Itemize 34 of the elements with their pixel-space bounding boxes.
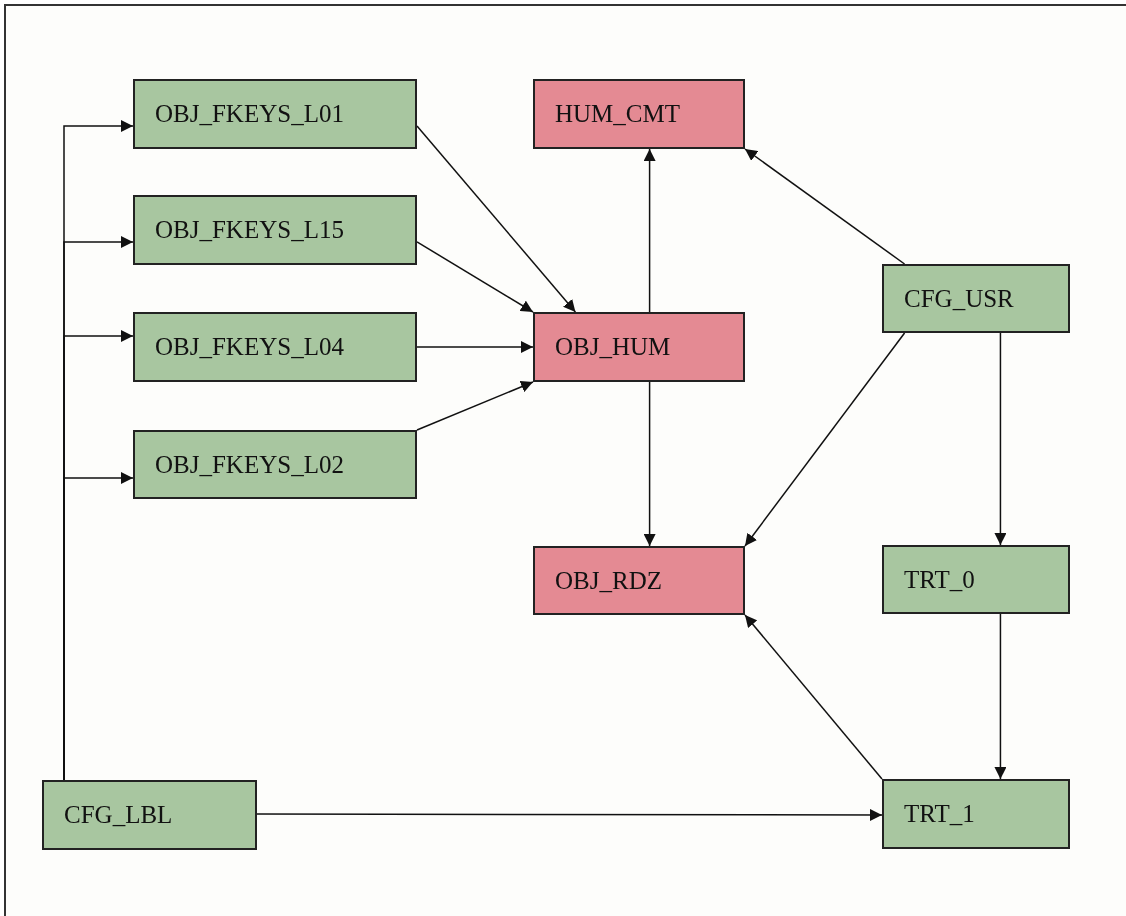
table-box [533,79,745,149]
arrow [994,332,1007,546]
table-name: HUM_CMT [555,99,680,130]
arrow [416,341,534,353]
arrow [416,241,534,313]
table-name: OBJ_FKEYS_L04 [155,332,344,363]
table-name: OBJ_HUM [555,332,671,363]
table-name: TRT_1 [904,799,975,830]
table-name: CFG_USR [904,283,1014,314]
table-name: OBJ_FKEYS_L01 [155,99,344,130]
table-name: CFG_LBL [64,800,173,831]
table-name: OBJ_FKEYS_L15 [155,215,344,246]
table-box [533,546,745,615]
table-box [133,195,417,265]
table-box [133,430,417,499]
arrow [416,125,577,313]
table-name: TRT_0 [904,564,975,595]
table-box [133,79,417,149]
table-name: OBJ_FKEYS_L02 [155,449,344,480]
table-name: OBJ_RDZ [555,565,662,596]
arrow [256,809,883,821]
table-box [533,312,745,382]
arrow [744,148,906,265]
arrow [994,613,1007,780]
arrow [744,614,883,780]
arrow [643,148,656,313]
table-box [42,780,257,850]
arrow [744,332,906,547]
arrow [643,381,656,547]
arrow [416,381,534,431]
table-box [882,545,1070,614]
table-box [133,312,417,382]
table-box [882,779,1070,849]
table-box [882,264,1070,333]
